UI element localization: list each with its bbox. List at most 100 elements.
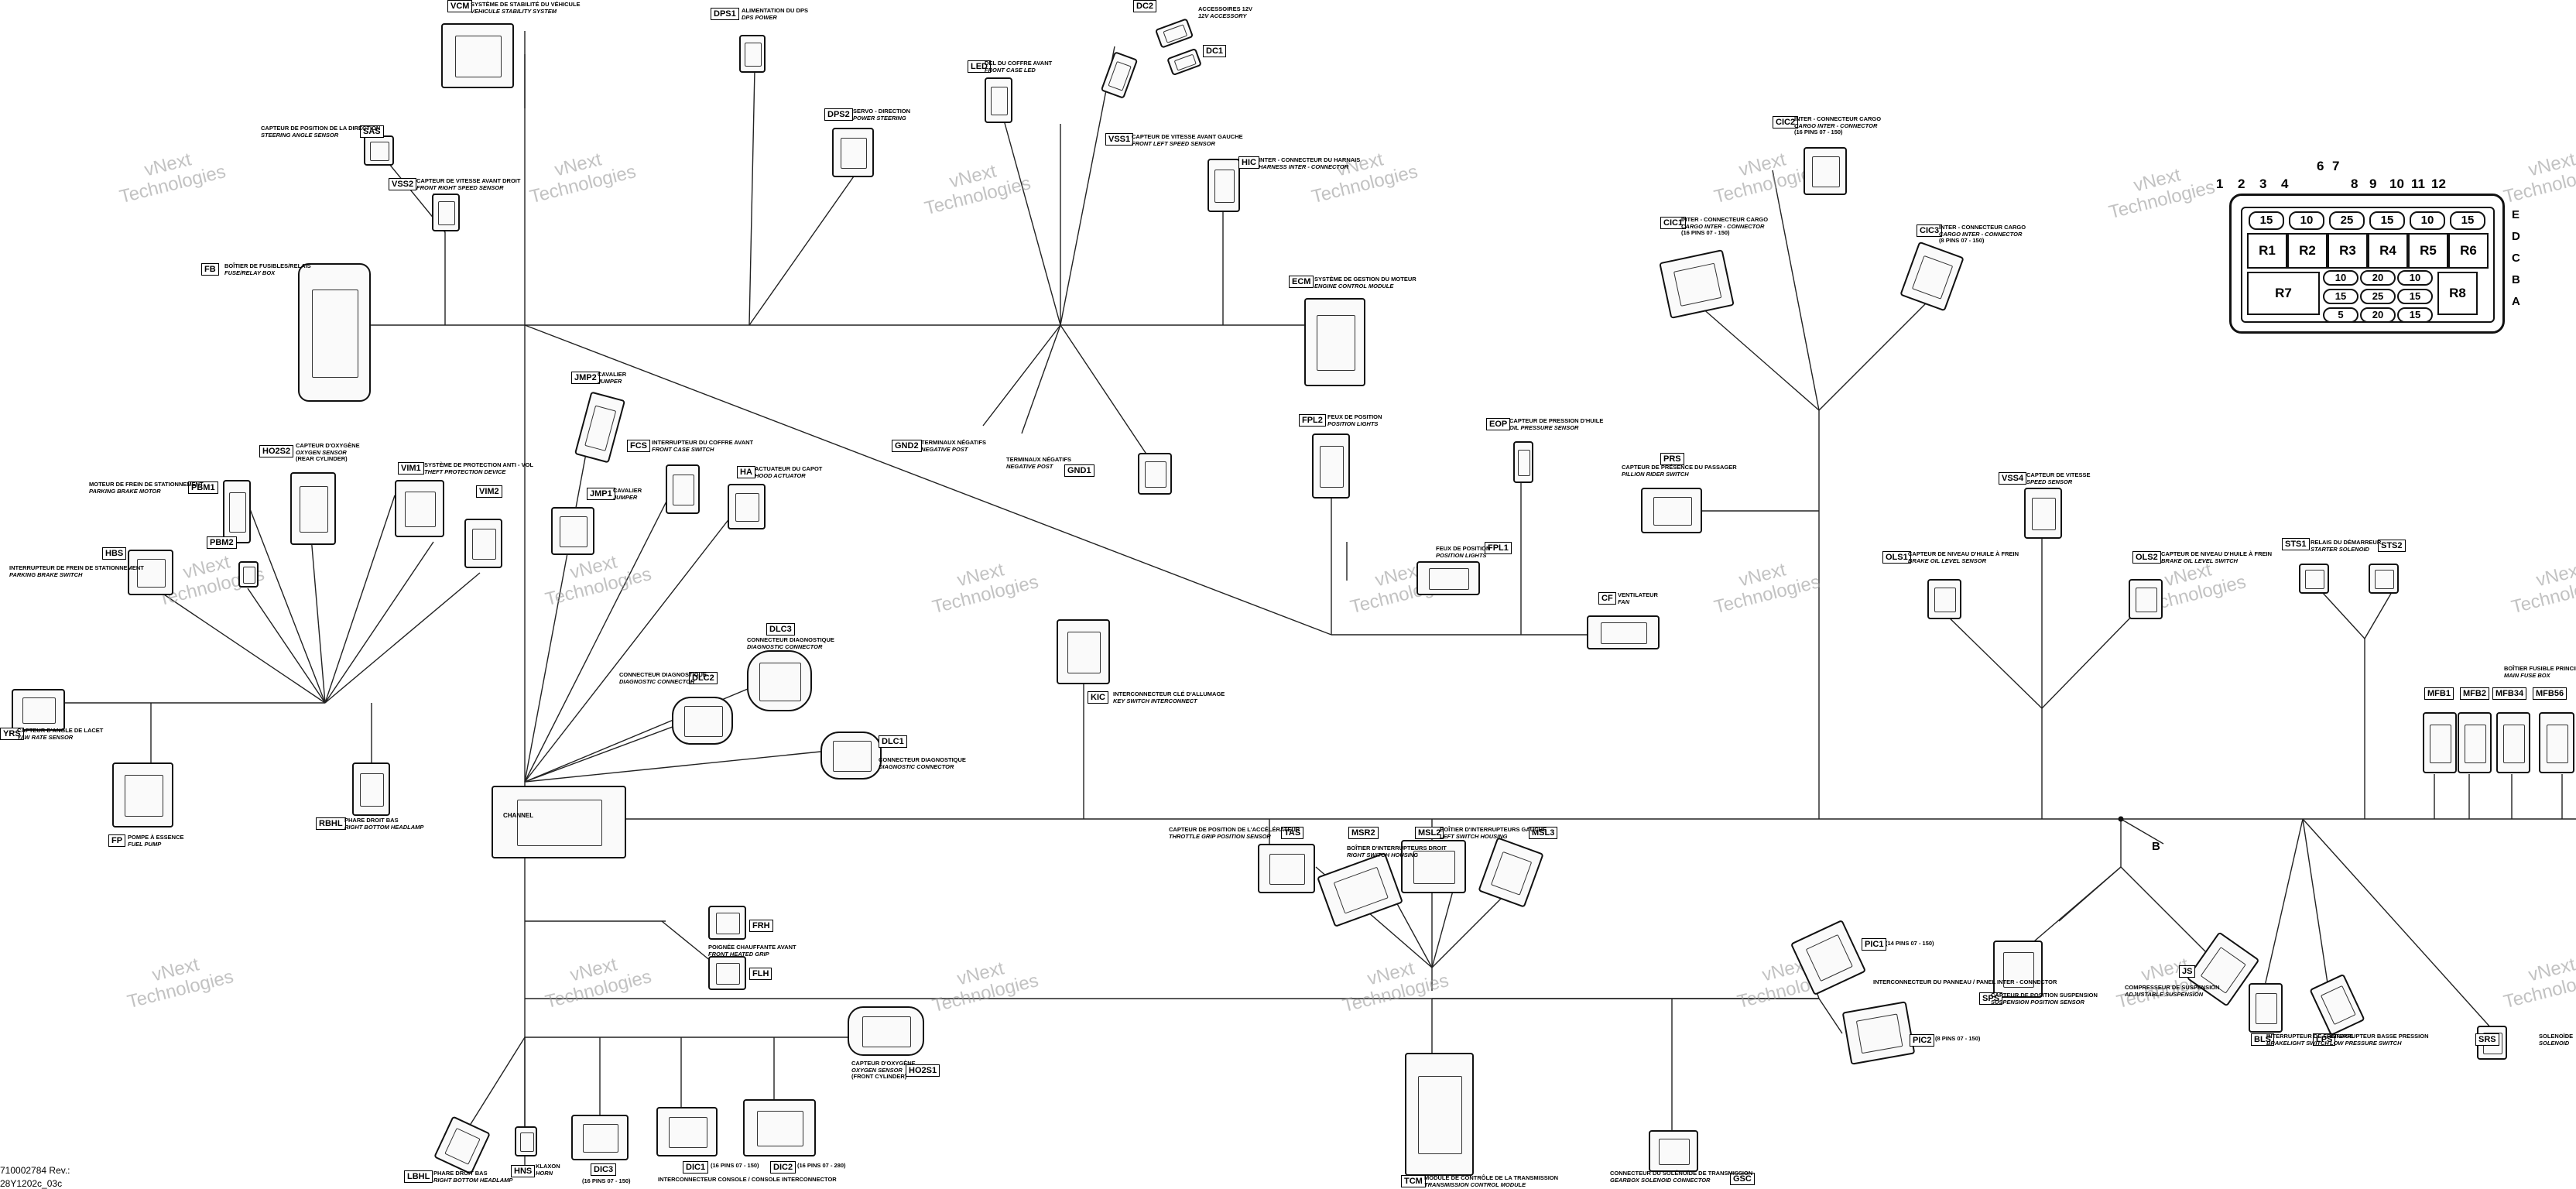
connector-code: PIC1 — [1862, 938, 1887, 951]
connector-description: BOÎTIER FUSIBLE PRINCIPALMAIN FUSE BOX — [2504, 665, 2576, 679]
connector-code: DIC1 — [683, 1161, 709, 1174]
connector-code: LED — [968, 60, 991, 73]
connector-code: JMP1 — [587, 488, 615, 500]
connector-code: STS1 — [2282, 538, 2310, 550]
connector-code: DC1 — [1203, 45, 1227, 57]
connector-code: GND1 — [1064, 464, 1094, 477]
fpl2-connector-body — [1312, 433, 1350, 499]
connector-description: (16 PINS 07 - 280) — [797, 1162, 846, 1169]
pin-number: 11 — [2411, 176, 2425, 191]
connector-code: FP — [108, 834, 126, 847]
pin-number: 7 — [2332, 159, 2340, 173]
dlc3-connector-body — [747, 650, 812, 711]
ols2-connector-body — [2129, 579, 2163, 619]
connector-code: YRS — [0, 728, 24, 740]
dps1-connector-body — [739, 35, 766, 73]
mfb1-connector-body — [2423, 712, 2457, 773]
connector-code: OLS1 — [1882, 551, 1911, 564]
dps2-connector-body — [832, 128, 874, 177]
document-reference: 710002784 Rev.: — [0, 1165, 70, 1176]
fcs-connector-body — [666, 464, 700, 514]
connector-code: EOP — [1486, 418, 1511, 430]
kic-connector-body — [1057, 619, 1110, 684]
fuse: 10 — [2289, 211, 2324, 230]
connector-code: SAS — [360, 125, 384, 138]
connector-code: PRS — [1660, 453, 1684, 465]
connector-code: LBHL — [404, 1170, 433, 1183]
gnd-connector-body — [1138, 453, 1172, 495]
connector-code: HNS — [511, 1165, 536, 1177]
fuse: 15 — [2323, 289, 2358, 304]
pin-number: 1 — [2216, 176, 2224, 191]
connector-code: SRS — [2475, 1033, 2499, 1046]
ho2s1-connector-body — [848, 1006, 924, 1056]
yrs-connector-body — [12, 689, 65, 731]
dlc1-connector-body — [820, 732, 882, 780]
connector-code: CF — [1598, 592, 1616, 605]
connector-code: MFB2 — [2460, 687, 2489, 700]
connector-code: TCM — [1401, 1175, 1426, 1187]
fuse: 15 — [2450, 211, 2485, 230]
connector-code: DIC2 — [770, 1161, 796, 1174]
connector-code: DPS1 — [711, 8, 739, 20]
connector-code: DLC2 — [689, 672, 718, 684]
vim1-connector-body — [395, 480, 444, 537]
msl2-connector-body — [1401, 840, 1466, 893]
vss4-connector-body — [2024, 488, 2062, 539]
dic2-connector-body — [743, 1099, 816, 1156]
connector-code: VIM2 — [476, 485, 502, 498]
connector-code: MSL3 — [1529, 827, 1558, 839]
pic2-connector-body — [1841, 1001, 1916, 1065]
fuse: 10 — [2397, 270, 2433, 286]
connector-code: FB — [201, 263, 219, 276]
connector-code: CIC3 — [1917, 224, 1943, 237]
connector-code: HO2S2 — [259, 445, 294, 457]
relay: R7 — [2247, 272, 2320, 315]
mfb34-connector-body — [2496, 712, 2530, 773]
row-letter: C — [2512, 252, 2520, 265]
connector-description: (16 PINS 07 - 150) — [582, 1177, 631, 1184]
fuse-relay-box-body — [298, 263, 371, 402]
connector-code: FPL1 — [1485, 542, 1512, 554]
connector-code: JMP2 — [571, 372, 600, 384]
connector-code: TAS — [1281, 827, 1304, 839]
connector-code: HA — [737, 466, 755, 478]
led-connector-body — [985, 77, 1012, 123]
connector-code: PIC2 — [1910, 1034, 1935, 1047]
tas-connector-body — [1258, 844, 1315, 893]
fuse: 20 — [2360, 307, 2396, 323]
branch-label: B — [2152, 840, 2160, 853]
row-letter: D — [2512, 230, 2520, 243]
ho2s2-connector-body — [290, 472, 336, 545]
pin-number: 9 — [2369, 176, 2377, 191]
fuse: 15 — [2397, 307, 2433, 323]
connector-code: DC2 — [1133, 0, 1157, 12]
connector-code: CHANNEL — [503, 812, 534, 819]
connector-code: CIC2 — [1773, 116, 1799, 128]
